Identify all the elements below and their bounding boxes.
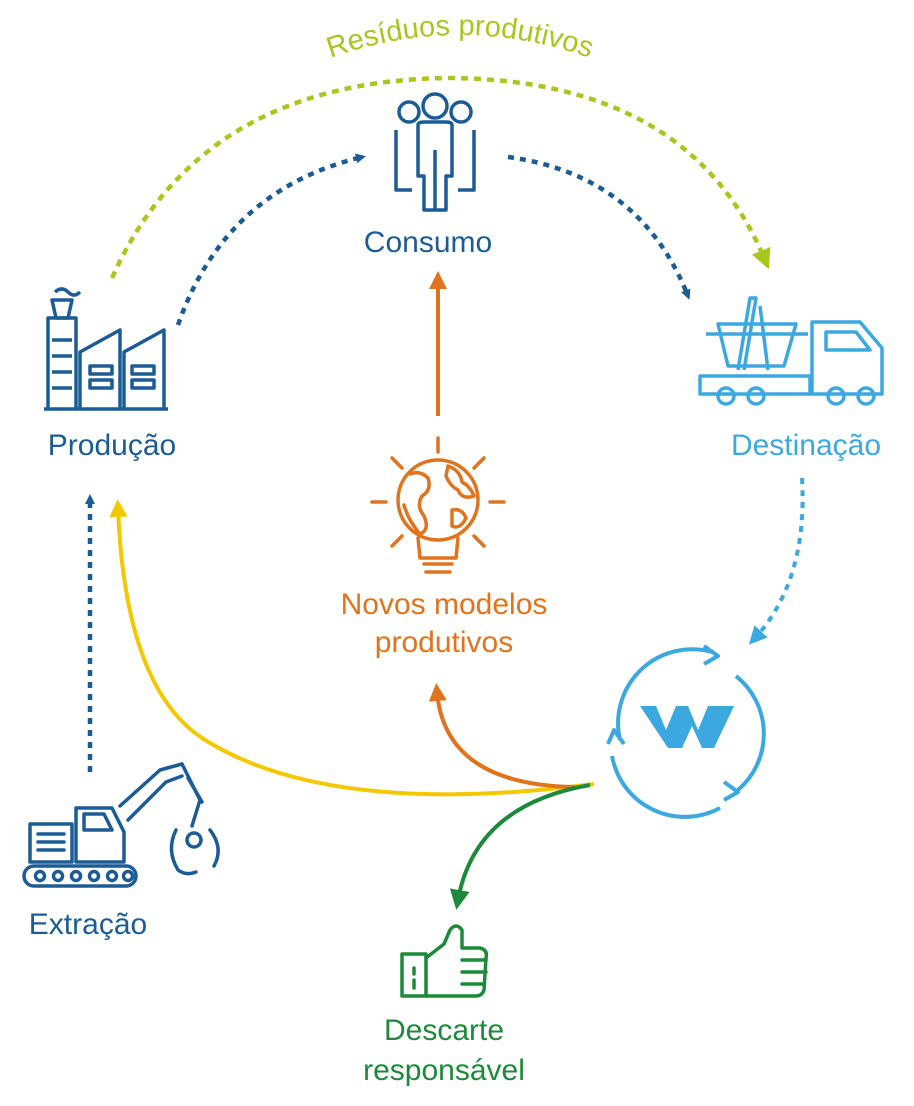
novos-modelos-label-line1: Novos modelos <box>341 588 548 621</box>
thumbs-up-icon <box>400 924 489 998</box>
people-group-icon <box>394 92 476 212</box>
producao-label: Produção <box>48 429 176 462</box>
destinacao-label: Destinação <box>731 429 881 462</box>
reciclagem-to-descarte-arrow <box>449 783 591 910</box>
producao-to-consumo-arrow <box>175 153 366 326</box>
destinacao-to-reciclagem-arrow <box>748 477 805 645</box>
consumo-to-destinacao-arrow <box>507 154 691 300</box>
globe-lightbulb-icon <box>370 436 506 574</box>
consumo-label: Consumo <box>364 226 492 259</box>
skip-truck-icon <box>698 296 884 406</box>
extracao-label: Extração <box>29 908 147 941</box>
residuos-produtivos-textpath: Resíduos produtivos <box>323 10 598 65</box>
residuos-produtivos-arrow <box>109 75 771 279</box>
reciclagem-to-producao-arrow <box>109 499 595 797</box>
residuos-produtivos-label: Resíduos produtivos <box>323 10 598 65</box>
descarte-label-line2: responsável <box>363 1054 525 1087</box>
recycle-logo-icon <box>606 644 766 819</box>
excavator-icon <box>22 762 220 888</box>
novos-modelos-label-line2: produtivos <box>375 626 513 659</box>
descarte-label-line1: Descarte <box>384 1014 504 1047</box>
reciclagem-to-novos-modelos-arrow <box>428 683 576 789</box>
factory-icon <box>44 287 168 411</box>
